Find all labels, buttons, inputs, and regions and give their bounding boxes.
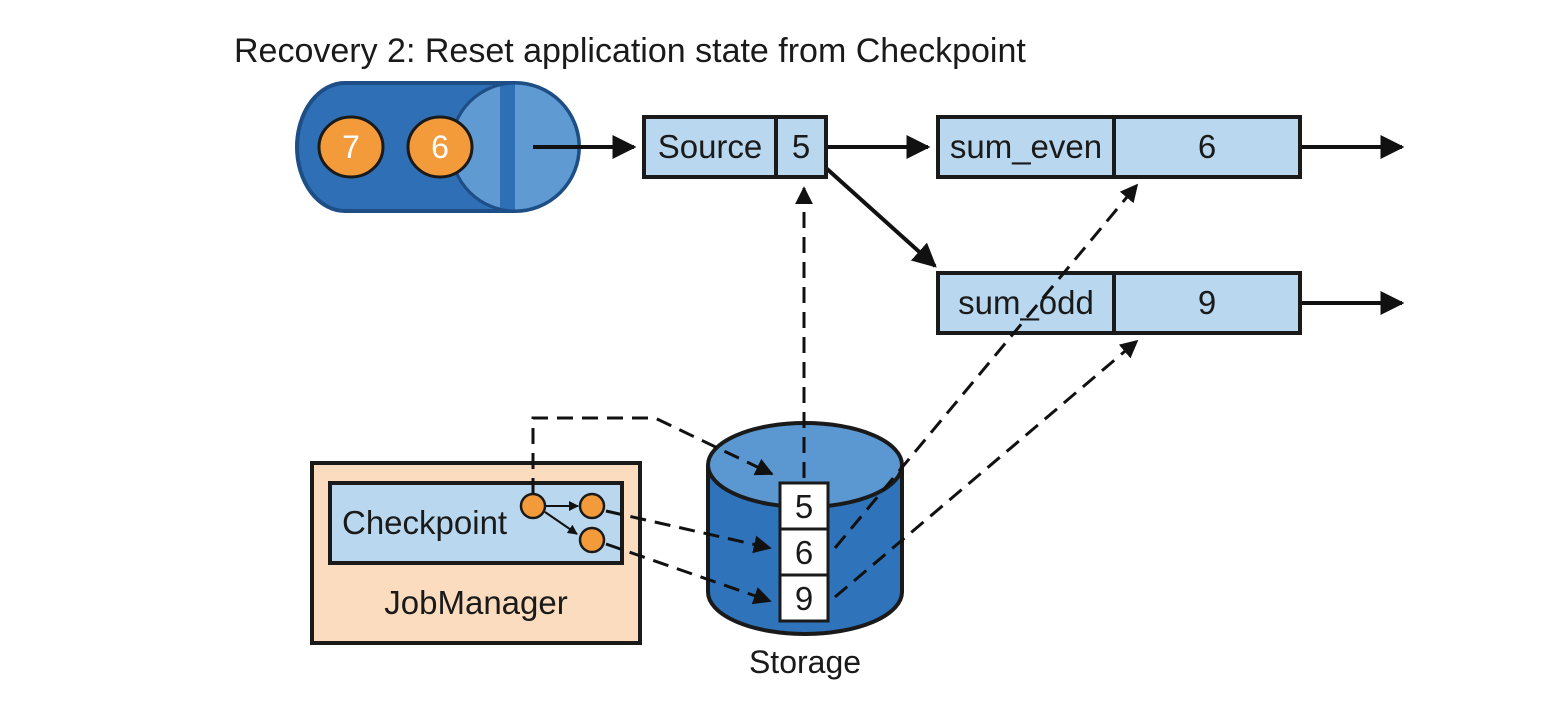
diagram-title: Recovery 2: Reset application state from… xyxy=(234,32,1026,70)
source-operator: Source 5 xyxy=(642,115,828,179)
sum-even-state: 6 xyxy=(1198,128,1216,165)
checkpoint-to-storage-arrow xyxy=(605,509,772,554)
storage-slot: 5 xyxy=(778,481,830,531)
checkpoint-node xyxy=(519,492,547,520)
storage-slot: 6 xyxy=(778,527,830,577)
sum-odd-operator: sum_odd 9 xyxy=(936,271,1302,335)
svg-text:6: 6 xyxy=(795,534,813,571)
svg-text:9: 9 xyxy=(795,580,813,617)
record-7: 7 xyxy=(317,115,385,179)
checkpoint-node xyxy=(578,526,606,554)
sum-odd-label: sum_odd xyxy=(958,284,1094,321)
source-label: Source xyxy=(658,128,763,165)
restore-sum-odd-arrow xyxy=(834,339,1139,599)
record-6: 6 xyxy=(406,115,474,179)
source-to-sum-odd-arrow xyxy=(824,166,937,268)
checkpoint-label: Checkpoint xyxy=(342,504,507,541)
jobmanager-label: JobManager xyxy=(384,584,567,621)
input-queue: 7 6 xyxy=(295,81,581,213)
svg-text:5: 5 xyxy=(795,488,813,525)
svg-text:7: 7 xyxy=(342,129,360,165)
jobmanager-box: JobManager Checkpoint xyxy=(310,461,642,645)
checkpoint-to-storage-arrow xyxy=(531,416,774,494)
sum-odd-state: 9 xyxy=(1198,284,1216,321)
checkpoint-link xyxy=(544,511,578,535)
storage-slot: 9 xyxy=(778,573,830,623)
svg-text:6: 6 xyxy=(431,129,449,165)
restore-sum-even-arrow xyxy=(833,183,1139,549)
checkpoint-to-storage-arrow xyxy=(605,542,772,605)
storage-cylinder: Storage 5 6 9 xyxy=(706,421,904,680)
storage-label: Storage xyxy=(749,644,861,680)
checkpoint-box: Checkpoint xyxy=(328,481,624,565)
sum-even-label: sum_even xyxy=(950,128,1102,165)
source-state: 5 xyxy=(792,128,810,165)
checkpoint-node xyxy=(578,492,606,520)
sum-even-operator: sum_even 6 xyxy=(936,115,1302,179)
